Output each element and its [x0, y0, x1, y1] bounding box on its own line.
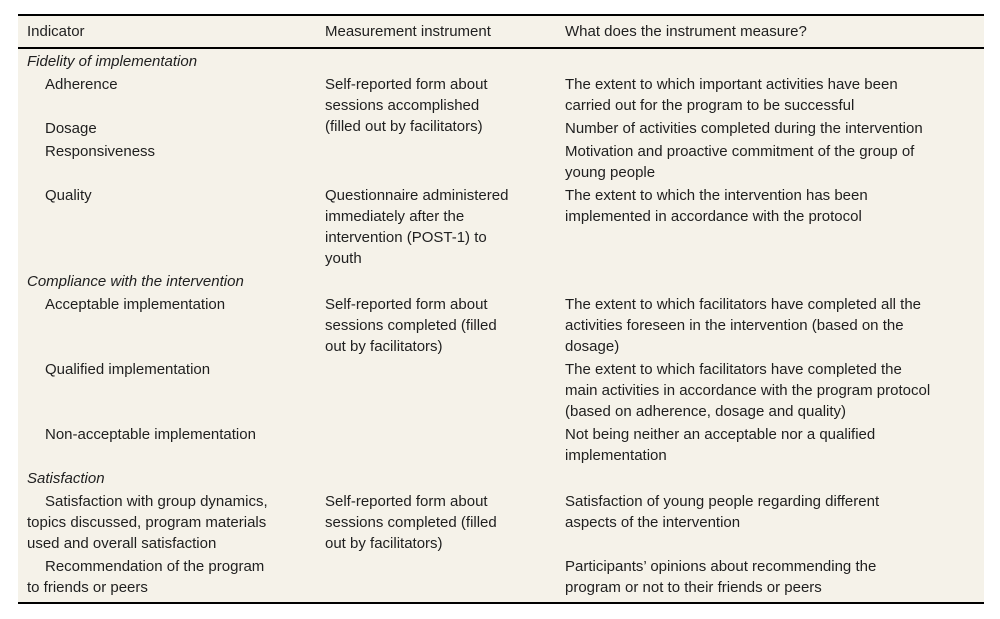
table-row: Responsiveness Motivation and proactive … [18, 139, 984, 183]
indicator-cell: Non-acceptable implementation [45, 426, 256, 443]
table-row: Dosage Number of activities completed du… [18, 116, 984, 139]
table-row: Qualified implementation The extent to w… [18, 357, 984, 422]
table-row: Satisfaction with group dynamics, topics… [18, 489, 984, 554]
indicator-cell: Adherence [45, 76, 118, 93]
table-row: Recommendation of the program to friends… [18, 554, 984, 603]
section-title-compliance: Compliance with the intervention [27, 273, 244, 290]
paper-table-container: Indicator Measurement instrument What do… [18, 14, 984, 604]
table-row: Acceptable implementation Self-reported … [18, 292, 984, 357]
instrument-cell: Self-reported form about sessions comple… [325, 296, 497, 355]
column-header-measure: What does the instrument measure? [565, 15, 984, 49]
measure-cell: The extent to which important activities… [565, 76, 898, 114]
measure-cell: The extent to which facilitators have co… [565, 361, 931, 420]
table-row: Non-acceptable implementation Not being … [18, 422, 984, 466]
indicator-cell: Acceptable implementation [45, 296, 226, 313]
measure-cell: Motivation and proactive commitment of t… [565, 143, 915, 181]
section-row: Compliance with the intervention [18, 269, 984, 292]
measure-cell: The extent to which facilitators have co… [565, 296, 922, 355]
indicator-cell: Recommendation of the program to friends… [27, 558, 265, 596]
section-row: Fidelity of implementation [18, 48, 984, 72]
header-row: Indicator Measurement instrument What do… [18, 15, 984, 49]
column-header-indicator: Indicator [18, 15, 325, 49]
section-title-satisfaction: Satisfaction [27, 470, 105, 487]
indicator-cell: Dosage [45, 120, 97, 137]
instrument-cell: Questionnaire administered immediately a… [325, 187, 509, 267]
measure-cell: Participants’ opinions about recommendin… [565, 558, 877, 596]
measure-cell: The extent to which the intervention has… [565, 187, 868, 225]
measure-cell: Not being neither an acceptable nor a qu… [565, 426, 876, 464]
indicator-cell: Satisfaction with group dynamics, topics… [27, 493, 268, 552]
measure-cell: Satisfaction of young people regarding d… [565, 493, 880, 531]
indicators-table: Indicator Measurement instrument What do… [18, 14, 984, 604]
measure-cell: Number of activities completed during th… [565, 120, 923, 137]
table-row: Quality Questionnaire administered immed… [18, 183, 984, 269]
instrument-cell: Self-reported form about sessions comple… [325, 493, 497, 552]
instrument-cell: Self-reported form about sessions accomp… [325, 76, 488, 135]
section-row: Satisfaction [18, 466, 984, 489]
column-header-instrument: Measurement instrument [325, 15, 565, 49]
section-title-fidelity: Fidelity of implementation [27, 53, 198, 70]
indicator-cell: Quality [45, 187, 92, 204]
table-row: Adherence Self-reported form about sessi… [18, 72, 984, 135]
indicator-cell: Qualified implementation [45, 361, 211, 378]
indicator-cell: Responsiveness [45, 143, 156, 160]
